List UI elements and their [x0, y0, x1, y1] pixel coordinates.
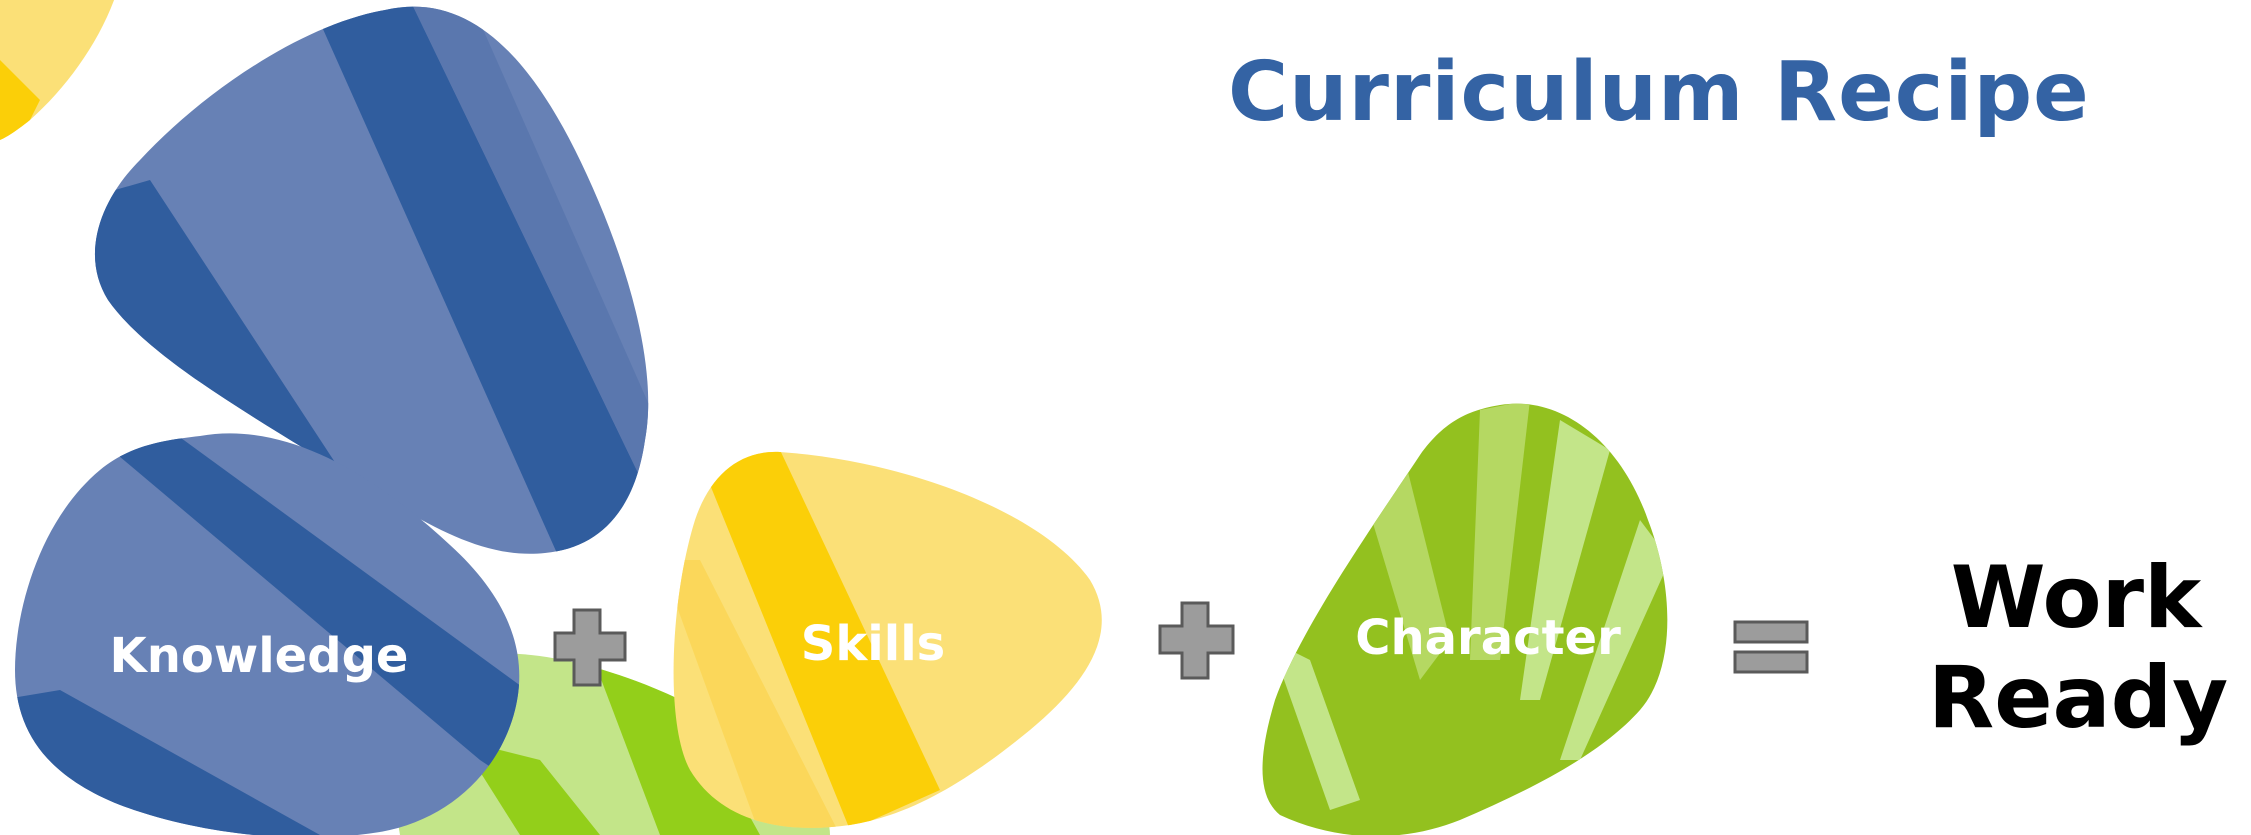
plus-icon	[553, 608, 627, 687]
equals-icon	[1733, 620, 1809, 674]
result-line-2: Ready	[1928, 648, 2229, 748]
result-line-1: Work	[1950, 548, 2202, 648]
skills-label: Skills	[800, 616, 946, 672]
yellow-corner-blob	[0, 0, 125, 140]
plus-icon	[1158, 601, 1235, 680]
character-label: Character	[1355, 610, 1621, 666]
result-text: Work Ready	[1928, 548, 2229, 748]
page-title: Curriculum Recipe	[1228, 45, 2090, 140]
knowledge-label: Knowledge	[109, 628, 409, 684]
